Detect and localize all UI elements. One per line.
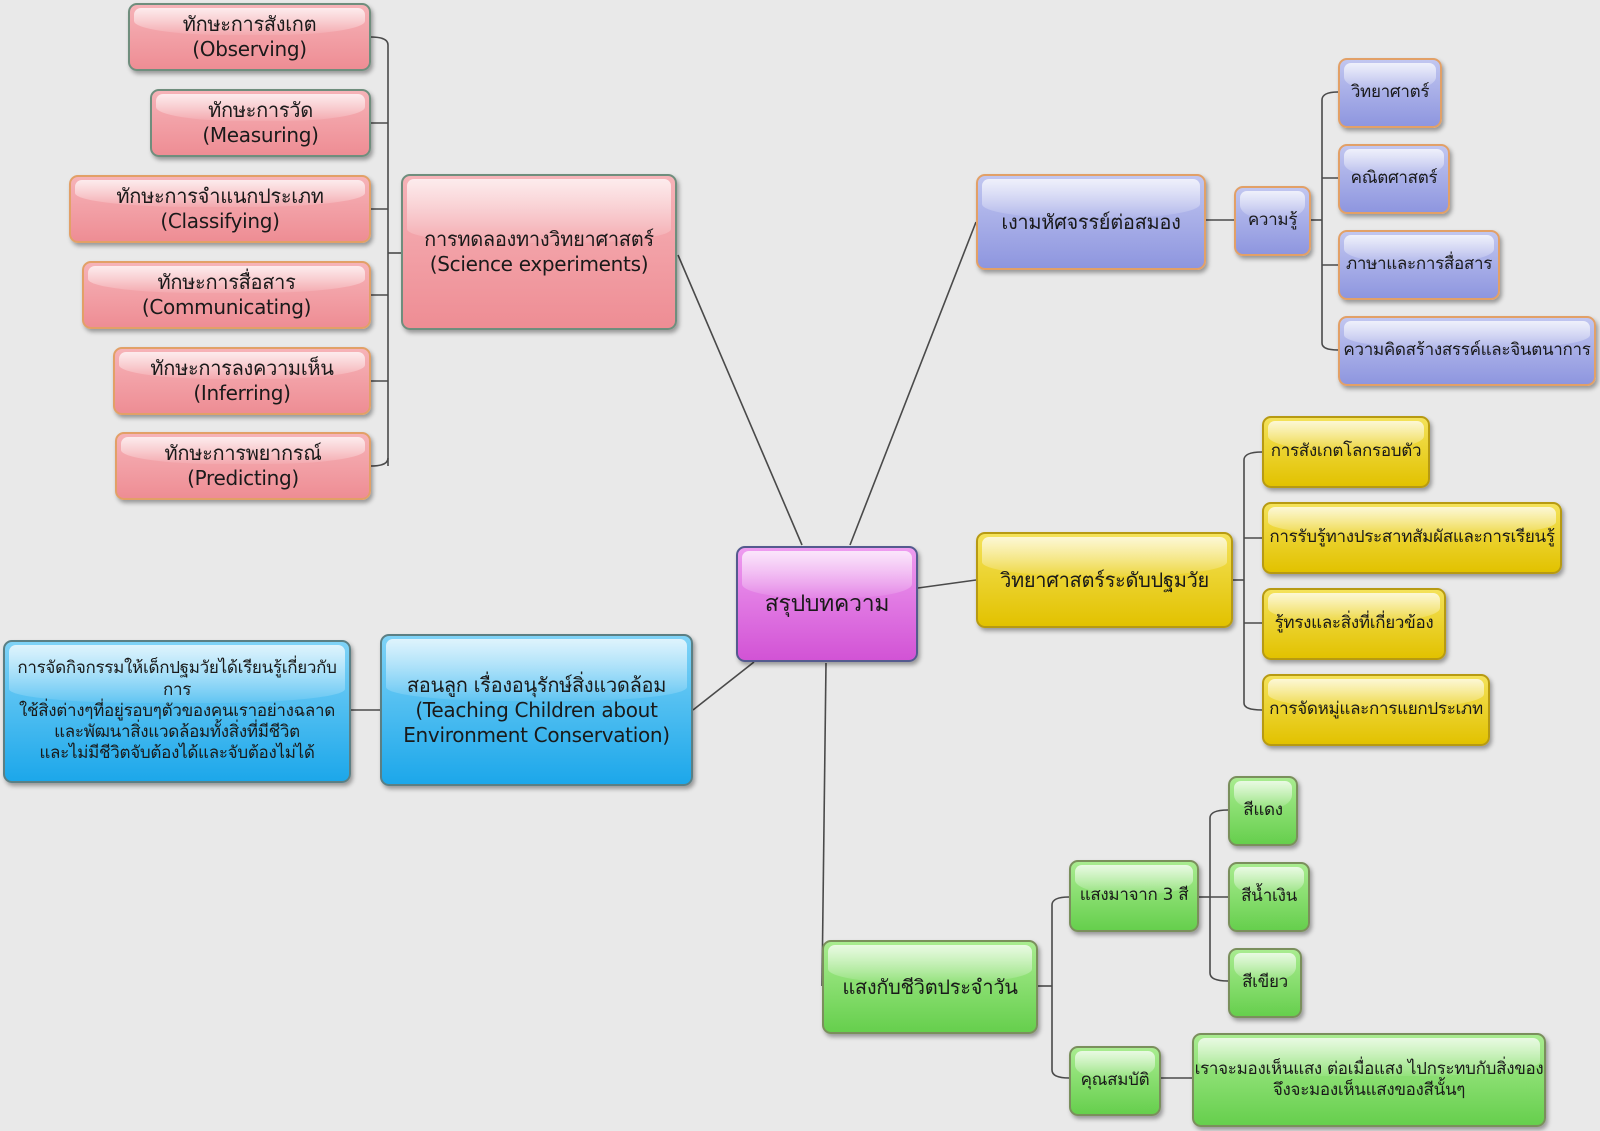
connector-colors-spurs [1209,809,1229,982]
early-science-senses-label: การรับรู้ทางประสาทสัมผัสและการเรียนรู้ [1269,527,1555,548]
property-detail-node[interactable]: เราจะมองเห็นแสง ต่อเมื่อแสง ไปกระทบกับสิ… [1192,1033,1546,1127]
skill-observing-label: ทักษะการสังเกต (Observing) [182,12,317,61]
property-label: คุณสมบัติ [1080,1070,1150,1091]
early-science-shapes-label: รู้ทรงและสิ่งที่เกี่ยวข้อง [1274,613,1434,634]
connector-science-spurs [370,36,389,467]
color-red-node[interactable]: สีแดง [1228,776,1298,846]
skill-predicting-node[interactable]: ทักษะการพยากรณ์ (Predicting) [115,432,371,500]
three-colors-label: แสงมาจาก 3 สี [1079,885,1189,906]
early-science-node[interactable]: วิทยาศาสตร์ระดับปฐมวัย [976,532,1233,628]
three-colors-node[interactable]: แสงมาจาก 3 สี [1069,860,1199,932]
center-node[interactable]: สรุปบทความ [736,546,918,662]
skill-measuring-node[interactable]: ทักษะการวัด (Measuring) [150,89,371,157]
early-science-observe-node[interactable]: การสังเกตโลกรอบตัว [1262,416,1430,488]
early-science-senses-node[interactable]: การรับรู้ทางประสาทสัมผัสและการเรียนรู้ [1262,502,1562,574]
knowledge-language-node[interactable]: ภาษาและการสื่อสาร [1338,230,1500,300]
color-blue-label: สีน้ำเงิน [1241,886,1297,907]
knowledge-science-node[interactable]: วิทยาศาตร์ [1338,58,1442,128]
center-label: สรุปบทความ [764,590,890,617]
color-blue-node[interactable]: สีน้ำเงิน [1228,862,1310,932]
skill-predicting-label: ทักษะการพยากรณ์ (Predicting) [164,441,322,490]
light-node[interactable]: แสงกับชีวิตประจำวัน [822,940,1038,1034]
early-science-grouping-node[interactable]: การจัดหมู่และการแยกประเภท [1262,674,1490,746]
connector-center-brain [849,221,977,546]
color-red-label: สีแดง [1243,800,1283,821]
knowledge-label: ความรู้ [1247,210,1298,231]
environment-node[interactable]: สอนลูก เรื่องอนุรักษ์สิ่งแวดล้อม (Teachi… [380,634,693,786]
connector-light-spurs [1051,896,1070,1079]
skill-communicating-node[interactable]: ทักษะการสื่อสาร (Communicating) [82,261,371,329]
light-label: แสงกับชีวิตประจำวัน [842,974,1018,999]
knowledge-node[interactable]: ความรู้ [1234,186,1311,256]
environment-detail-text: การจัดกิจกรรมให้เด็กปฐมวัยได้เรียนรู้เกี… [17,658,337,764]
environment-detail-node[interactable]: การจัดกิจกรรมให้เด็กปฐมวัยได้เรียนรู้เกี… [3,640,351,783]
skill-observing-node[interactable]: ทักษะการสังเกต (Observing) [128,3,371,71]
connector-center-light [821,662,827,987]
early-science-label: วิทยาศาสตร์ระดับปฐมวัย [1000,567,1209,592]
brain-node[interactable]: เงามหัศจรรย์ต่อสมอง [976,174,1206,270]
color-green-label: สีเขียว [1242,972,1288,993]
knowledge-math-label: คณิตศาสตร์ [1350,168,1438,189]
knowledge-science-label: วิทยาศาตร์ [1350,82,1430,103]
connector-early-science-spurs [1243,451,1263,711]
skill-classifying-node[interactable]: ทักษะการจำแนกประเภท (Classifying) [69,175,371,243]
connector-center-environment [692,661,755,711]
knowledge-creativity-node[interactable]: ความคิดสร้างสรรค์และจินตนาการ [1338,316,1596,386]
skill-communicating-label: ทักษะการสื่อสาร (Communicating) [141,270,312,319]
property-node[interactable]: คุณสมบัติ [1069,1046,1161,1116]
knowledge-language-label: ภาษาและการสื่อสาร [1345,254,1493,275]
connector-center-science [677,254,803,546]
skill-measuring-label: ทักษะการวัด (Measuring) [202,98,319,147]
connector-knowledge-spurs [1321,91,1339,351]
science-experiments-node[interactable]: การทดลองทางวิทยาศาสตร์ (Science experime… [401,174,677,330]
early-science-observe-label: การสังเกตโลกรอบตัว [1270,441,1422,462]
knowledge-creativity-label: ความคิดสร้างสรรค์และจินตนาการ [1343,340,1591,361]
property-detail-text: เราจะมองเห็นแสง ต่อเมื่อแสง ไปกระทบกับสิ… [1194,1058,1544,1100]
skill-classifying-label: ทักษะการจำแนกประเภท (Classifying) [116,184,324,233]
early-science-grouping-label: การจัดหมู่และการแยกประเภท [1269,699,1483,720]
science-experiments-label: การทดลองทางวิทยาศาสตร์ (Science experime… [424,227,654,276]
early-science-shapes-node[interactable]: รู้ทรงและสิ่งที่เกี่ยวข้อง [1262,588,1446,660]
knowledge-math-node[interactable]: คณิตศาสตร์ [1338,144,1450,214]
skill-inferring-node[interactable]: ทักษะการลงความเห็น (Inferring) [113,347,371,415]
color-green-node[interactable]: สีเขียว [1228,948,1302,1018]
brain-label: เงามหัศจรรย์ต่อสมอง [1001,209,1181,234]
skill-inferring-label: ทักษะการลงความเห็น (Inferring) [150,356,334,405]
environment-label: สอนลูก เรื่องอนุรักษ์สิ่งแวดล้อม (Teachi… [403,672,670,747]
connector-center-early-science [917,579,977,589]
